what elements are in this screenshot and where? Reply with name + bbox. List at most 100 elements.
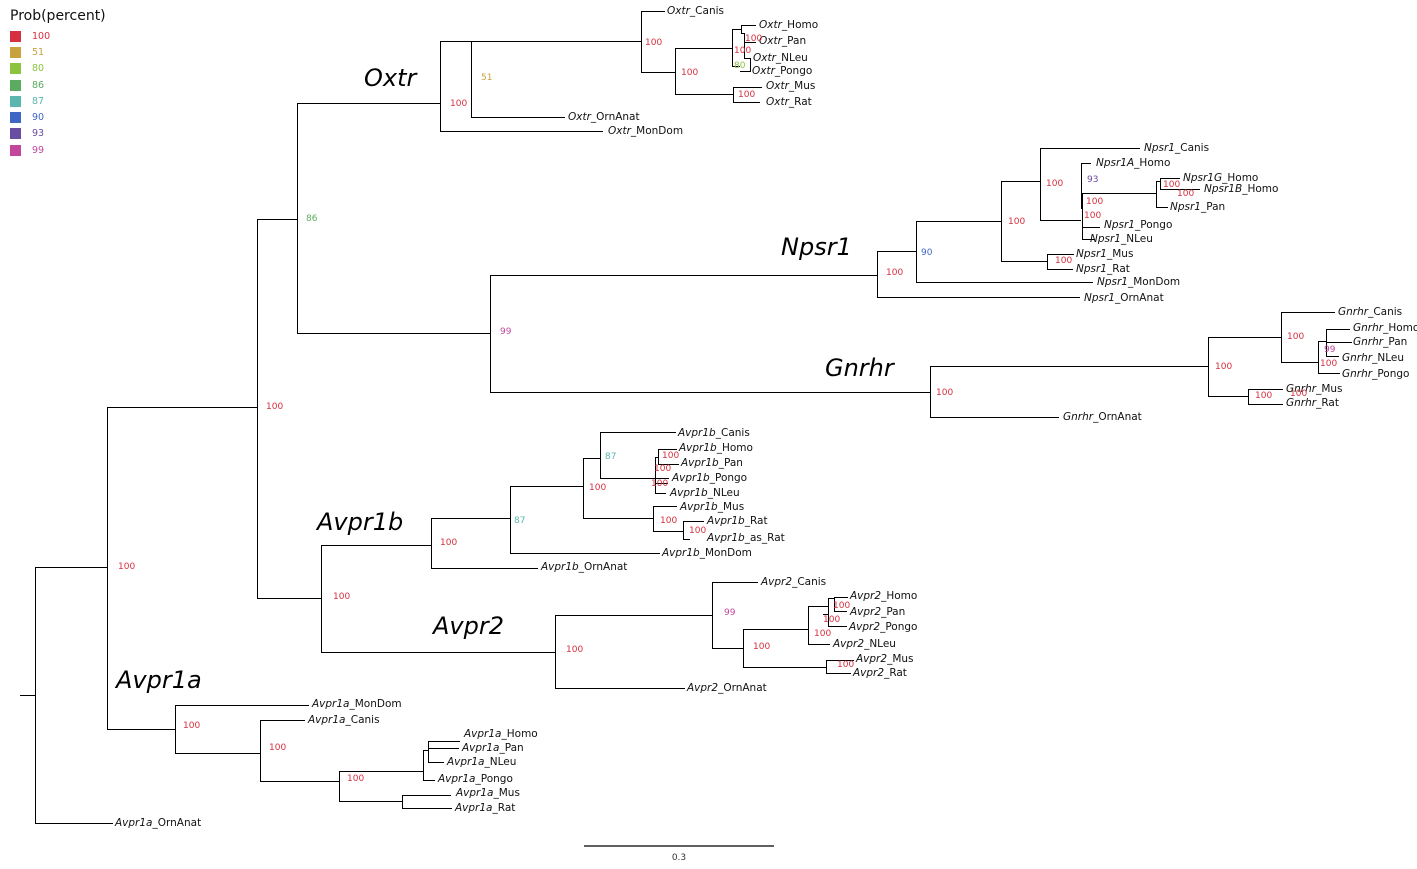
leaf-species: _Pongo	[774, 65, 812, 77]
support-value: 100	[269, 743, 286, 753]
legend-item: 100	[10, 28, 106, 44]
leaf-gene-name: Oxtr	[766, 80, 790, 92]
support-value: 100	[1255, 391, 1272, 401]
leaf-label: Avpr2_NLeu	[832, 638, 896, 650]
support-value: 100	[645, 38, 662, 48]
leaf-label: Gnrhr_Rat	[1286, 397, 1339, 409]
leaf-label: Avpr1a_MonDom	[311, 698, 402, 710]
leaf-gene-name: Avpr1a	[437, 773, 476, 785]
legend-label: 87	[32, 95, 45, 107]
leaf-gene-name: Avpr1b	[540, 561, 579, 573]
legend-label: 51	[32, 46, 45, 58]
legend-item: 86	[10, 77, 106, 93]
leaf-label: Oxtr_MonDom	[608, 125, 683, 137]
legend-swatch	[10, 128, 21, 140]
support-value: 100	[689, 526, 706, 536]
legend-item: 90	[10, 109, 106, 125]
leaf-label: Gnrhr_Mus	[1286, 383, 1343, 395]
leaf-gene-name: Gnrhr	[1286, 383, 1317, 395]
support-value: 100	[833, 601, 850, 611]
legend-label: 80	[32, 63, 45, 75]
support-value: 99	[500, 327, 512, 337]
leaf-species: _Pongo	[1371, 368, 1409, 380]
leaf-species: _MonDom	[1127, 276, 1180, 288]
leaf-label: Npsr1A_Homo	[1096, 157, 1170, 169]
support-value: 100	[886, 268, 903, 278]
leaf-label: Gnrhr_OrnAnat	[1063, 411, 1142, 423]
leaf-species: _Canis	[1367, 306, 1402, 318]
leaf-gene-name: Avpr2	[849, 606, 881, 618]
leaf-gene-name: Npsr1	[1170, 201, 1201, 213]
clade-label-oxtr: Oxtr	[364, 64, 419, 92]
leaf-gene-name: Avpr2	[848, 621, 880, 633]
leaf-species: _Mus	[493, 787, 520, 799]
leaf-species: _MonDom	[699, 547, 752, 559]
leaf-label: Avpr1b_Pongo	[671, 472, 747, 484]
leaf-species: _Pan	[781, 35, 806, 47]
leaf-label: Avpr2_OrnAnat	[686, 682, 767, 694]
leaf-species: _Rat	[788, 96, 812, 108]
leaf-label: Gnrhr_Canis	[1338, 306, 1402, 318]
support-value: 100	[745, 34, 762, 44]
leaf-label: Avpr1b_Canis	[677, 427, 750, 439]
leaf-label: Avpr1a_Rat	[454, 802, 515, 814]
leaf-label: Avpr1b_Homo	[678, 442, 753, 454]
support-value: 87	[514, 516, 525, 526]
leaf-gene-name: Npsr1B	[1204, 183, 1242, 195]
leaf-species: _Canis	[791, 576, 826, 588]
leaf-gene-name: Oxtr	[759, 19, 783, 31]
legend-item: 99	[10, 142, 106, 158]
support-value: 100	[1320, 359, 1337, 369]
leaf-label: Avpr1a_NLeu	[446, 756, 516, 768]
support-value: 100	[654, 464, 671, 474]
leaf-species: _Rat	[492, 802, 516, 814]
leaf-label: Npsr1G_Homo	[1183, 172, 1258, 184]
support-value: 100	[823, 615, 840, 625]
support-value: 100	[333, 592, 350, 602]
support-value: 100	[1086, 197, 1103, 207]
support-value: 100	[118, 562, 135, 572]
leaf-label: Avpr2_Pongo	[848, 621, 917, 633]
leaf-gene-name: Npsr1	[1076, 263, 1107, 275]
leaf-labels: Oxtr_CanisOxtr_HomoOxtr_PanOxtr_NLeuOxtr…	[114, 5, 1417, 829]
leaf-label: Avpr1a_Pan	[461, 742, 524, 754]
leaf-species: _NLeu	[1371, 352, 1404, 364]
legend-label: 100	[32, 30, 51, 42]
leaf-gene-name: Npsr1	[1144, 142, 1175, 154]
leaf-species: _NLeu	[707, 487, 740, 499]
legend-swatch	[10, 112, 21, 124]
clade-label-avpr1a: Avpr1a	[114, 666, 202, 694]
clade-label-avpr1b: Avpr1b	[315, 508, 403, 536]
leaf-gene-name: Avpr2	[852, 667, 884, 679]
leaf-species: _Pan	[499, 742, 524, 754]
leaf-gene-name: Npsr1A	[1096, 157, 1134, 169]
leaf-label: Avpr2_Homo	[849, 590, 917, 602]
leaf-gene-name: Npsr1	[1090, 233, 1121, 245]
leaf-gene-name: Avpr1a	[455, 787, 494, 799]
leaf-species: _Rat	[1315, 397, 1339, 409]
scale-bar-label: 0.3	[672, 853, 686, 863]
support-value: 93	[1087, 175, 1098, 185]
leaf-gene-name: Gnrhr	[1342, 368, 1373, 380]
support-value: 100	[738, 90, 755, 100]
leaf-label: Avpr1b_Mus	[679, 501, 744, 513]
leaf-gene-name: Oxtr	[759, 35, 783, 47]
leaf-label: Avpr1a_Pongo	[437, 773, 513, 785]
leaf-label: Oxtr_OrnAnat	[568, 111, 640, 123]
leaf-gene-name: Gnrhr	[1353, 322, 1384, 334]
leaf-species: _Mus	[1106, 248, 1133, 260]
leaf-species: _Canis	[689, 5, 724, 17]
support-value: 100	[566, 645, 583, 655]
legend-item: 51	[10, 44, 106, 60]
leaf-label: Avpr2_Mus	[855, 653, 914, 665]
leaf-species: _OrnAnat	[590, 111, 640, 123]
leaf-label: Npsr1_Mus	[1076, 248, 1133, 260]
leaf-label: Gnrhr_Pan	[1353, 336, 1407, 348]
support-value: 100	[347, 774, 364, 784]
leaf-gene-name: Oxtr	[667, 5, 691, 17]
support-value: 99	[724, 608, 736, 618]
leaf-gene-name: Npsr1G	[1183, 172, 1222, 184]
leaf-species: _Homo	[501, 728, 538, 740]
leaf-gene-name: Avpr1a	[307, 714, 346, 726]
leaf-species: _MonDom	[349, 698, 402, 710]
